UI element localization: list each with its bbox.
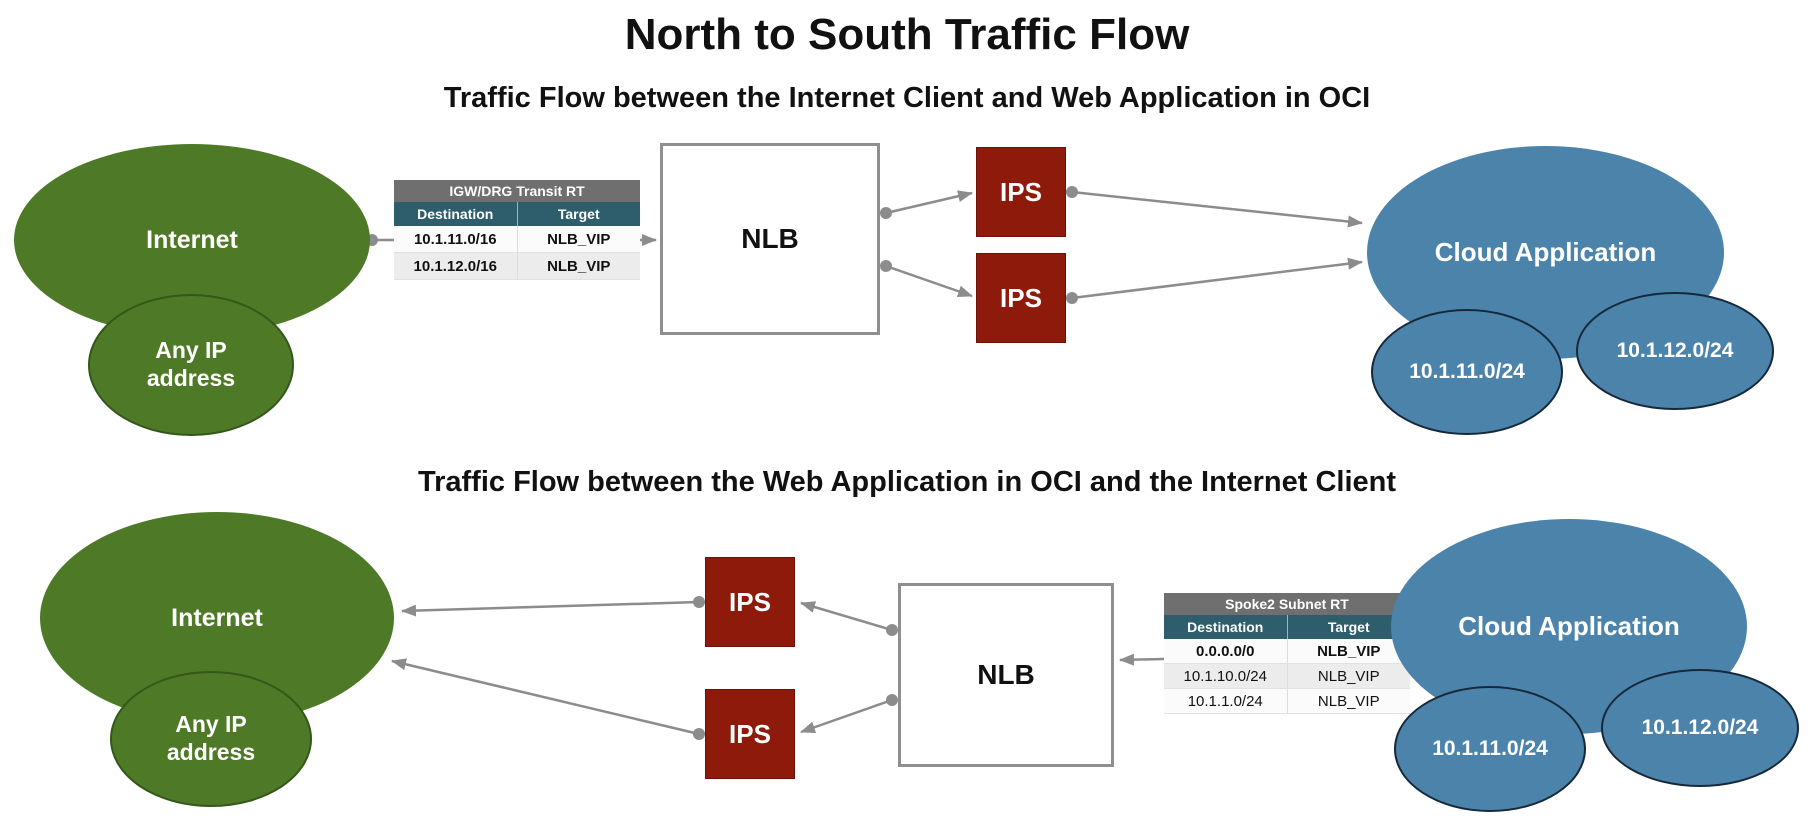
- section-subtitle: Traffic Flow between the Web Application…: [417, 466, 1396, 498]
- cloud-application-label: Cloud Application: [1434, 237, 1657, 267]
- subnet-ellipse-2: 10.1.12.0/24: [1601, 669, 1799, 787]
- arrow-nlb-to-ips1-return: [800, 601, 893, 632]
- cloud-application-label: Cloud Application: [1458, 611, 1680, 641]
- route-table-spoke2-subnet: Spoke2 Subnet RT Destination Target 0.0.…: [1164, 593, 1410, 714]
- any-ip-ellipse: Any IP address: [88, 294, 294, 436]
- subnet-label: 10.1.11.0/24: [1432, 737, 1548, 760]
- route-destination: 0.0.0.0/0: [1196, 643, 1255, 660]
- route-table-row: 10.1.11.0/16 NLB_VIP: [394, 226, 640, 253]
- subnet-ellipse-1: 10.1.11.0/24: [1371, 309, 1563, 435]
- arrow-ips1-to-internet: [401, 600, 700, 617]
- route-table-col-destination: Destination: [1187, 619, 1264, 635]
- route-table-title: Spoke2 Subnet RT: [1164, 593, 1410, 615]
- any-ip-ellipse: Any IP address: [110, 671, 312, 807]
- route-table-igw-drg-transit: IGW/DRG Transit RT Destination Target 10…: [394, 180, 640, 280]
- arrow-nlb-to-ips2-return: [800, 698, 893, 734]
- any-ip-label: Any IP address: [166, 711, 256, 765]
- nlb-box: NLB: [898, 583, 1114, 767]
- subnet-label: 10.1.12.0/24: [1616, 339, 1734, 362]
- route-table-row: 10.1.12.0/16 NLB_VIP: [394, 253, 640, 280]
- route-target: NLB_VIP: [1286, 689, 1411, 713]
- route-destination: 10.1.12.0/16: [413, 258, 497, 275]
- nlb-label: NLB: [977, 659, 1035, 690]
- subnet-ellipse-2: 10.1.12.0/24: [1576, 292, 1774, 410]
- route-target: NLB_VIP: [516, 253, 641, 279]
- section-subtitle: Traffic Flow between the Internet Client…: [443, 82, 1371, 114]
- arrow-ips2-to-internet: [391, 658, 700, 736]
- diagram-title: North to South Traffic Flow: [624, 10, 1190, 59]
- route-table-row: 0.0.0.0/0 NLB_VIP: [1164, 639, 1410, 664]
- ips-box-1: IPS: [976, 147, 1066, 237]
- ips-box-2: IPS: [705, 689, 795, 779]
- ips-label: IPS: [1000, 282, 1042, 313]
- ips-box-2: IPS: [976, 253, 1066, 343]
- ips-label: IPS: [729, 718, 771, 749]
- internet-label: Internet: [171, 603, 263, 632]
- arrow-ips1-to-cloud: [1071, 190, 1363, 228]
- arrow-nlb-to-ips2: [885, 264, 973, 298]
- route-target: NLB_VIP: [1286, 639, 1411, 663]
- subnet-label: 10.1.12.0/24: [1641, 716, 1759, 739]
- arrow-ips2-to-cloud: [1071, 257, 1363, 300]
- route-target: NLB_VIP: [516, 226, 641, 252]
- route-destination: 10.1.10.0/24: [1183, 668, 1267, 685]
- nlb-box: NLB: [660, 143, 880, 335]
- route-table-col-target: Target: [1286, 615, 1411, 639]
- subnet-ellipse-1: 10.1.11.0/24: [1394, 686, 1586, 812]
- internet-label: Internet: [146, 225, 238, 254]
- route-destination: 10.1.11.0/16: [413, 231, 497, 248]
- route-table-row: 10.1.1.0/24 NLB_VIP: [1164, 689, 1410, 714]
- route-destination: 10.1.1.0/24: [1187, 693, 1263, 710]
- route-table-col-destination: Destination: [417, 206, 494, 222]
- any-ip-label: Any IP address: [146, 337, 236, 391]
- route-table-header-row: Destination Target: [1164, 615, 1410, 639]
- route-table-col-target: Target: [516, 202, 641, 226]
- route-table-title: IGW/DRG Transit RT: [394, 180, 640, 202]
- ips-label: IPS: [729, 586, 771, 617]
- arrow-nlb-to-ips1: [885, 190, 973, 215]
- route-table-header-row: Destination Target: [394, 202, 640, 226]
- ips-box-1: IPS: [705, 557, 795, 647]
- route-table-row: 10.1.10.0/24 NLB_VIP: [1164, 664, 1410, 689]
- nlb-label: NLB: [741, 223, 799, 254]
- route-target: NLB_VIP: [1286, 664, 1411, 688]
- ips-label: IPS: [1000, 176, 1042, 207]
- subnet-label: 10.1.11.0/24: [1409, 360, 1525, 383]
